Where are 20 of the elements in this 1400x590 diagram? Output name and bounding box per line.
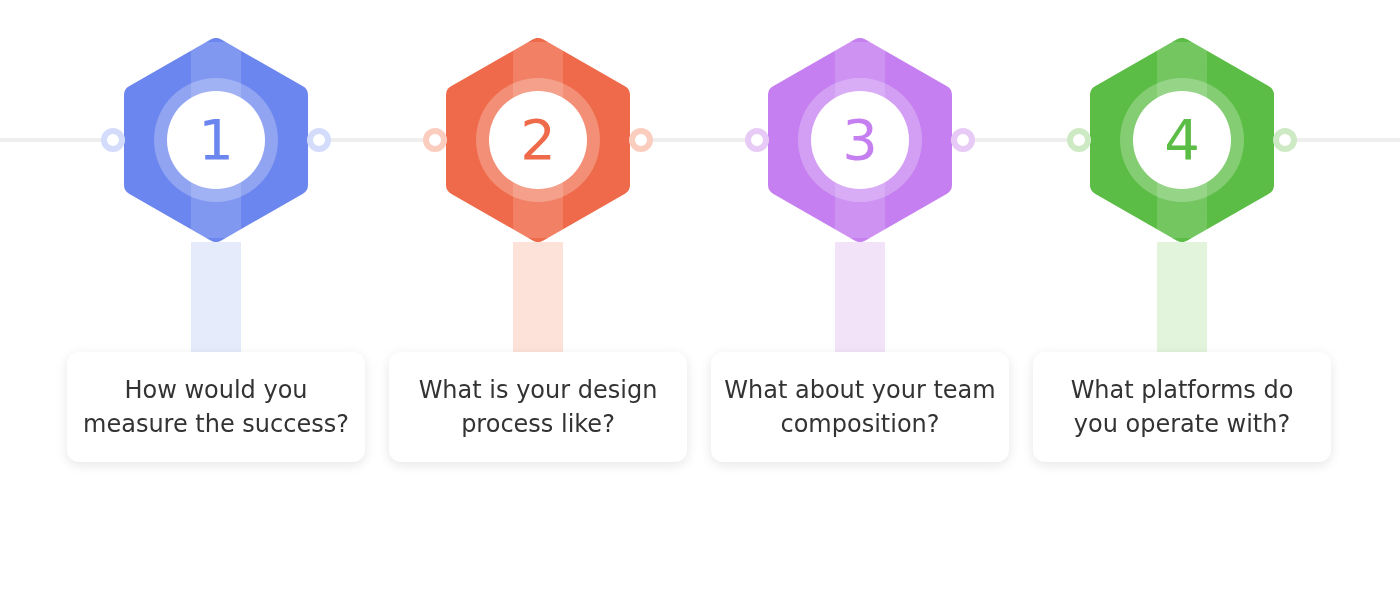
step-number: 3 bbox=[842, 112, 878, 168]
connector-stem bbox=[835, 242, 885, 352]
step-number: 4 bbox=[1164, 112, 1200, 168]
question-text: What is your design process like? bbox=[417, 375, 659, 440]
hexagon-badge bbox=[423, 38, 653, 242]
connector-stem bbox=[1157, 242, 1207, 352]
hexagon-badge bbox=[101, 38, 331, 242]
question-card bbox=[1033, 352, 1331, 462]
question-card bbox=[711, 352, 1009, 462]
step-number: 1 bbox=[198, 112, 234, 168]
connector-stem bbox=[191, 242, 241, 352]
question-text: What platforms do you operate with? bbox=[1069, 375, 1295, 440]
hexagon-badge bbox=[1067, 38, 1297, 242]
question-text: What about your team composition? bbox=[723, 375, 997, 440]
question-card bbox=[389, 352, 687, 462]
connector-stem bbox=[513, 242, 563, 352]
step-number: 2 bbox=[520, 112, 556, 168]
question-card bbox=[67, 352, 365, 462]
hexagon-badge bbox=[745, 38, 975, 242]
question-text: How would you measure the success? bbox=[82, 375, 350, 440]
